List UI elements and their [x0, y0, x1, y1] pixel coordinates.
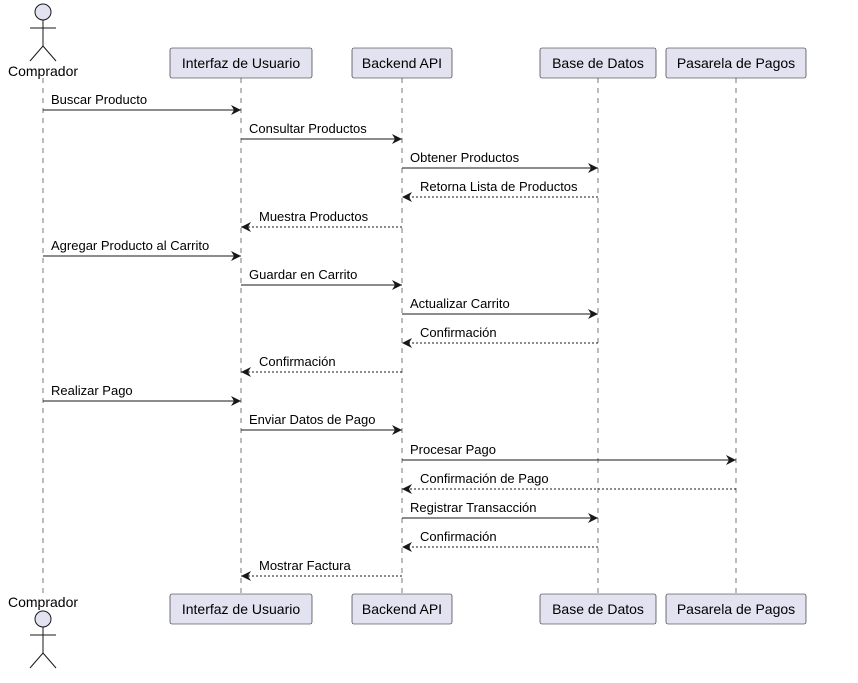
message-label: Buscar Producto	[51, 92, 147, 107]
message-label: Procesar Pago	[410, 442, 496, 457]
message-arrow: Mostrar Factura	[241, 558, 402, 581]
message-label: Registrar Transacción	[410, 500, 536, 515]
message-arrow: Muestra Productos	[241, 209, 402, 232]
message-label: Actualizar Carrito	[410, 296, 510, 311]
participant-label: Interfaz de Usuario	[182, 601, 300, 617]
participant-box	[539, 593, 657, 625]
actor-label: Comprador	[8, 594, 78, 610]
message-arrow: Confirmación	[241, 354, 402, 377]
participant-box	[169, 47, 313, 79]
participant-pagos-top: Pasarela de Pagos	[665, 47, 807, 79]
participant-box	[169, 593, 313, 625]
message-label: Obtener Productos	[410, 150, 520, 165]
message-arrow: Consultar Productos	[241, 121, 402, 144]
participants-bottom: Comprador Interfaz de Usuario Backend API B…	[8, 593, 807, 669]
message-arrow: Obtener Productos	[402, 150, 598, 173]
message-label: Realizar Pago	[51, 383, 133, 398]
participant-box	[665, 593, 807, 625]
message-label: Guardar en Carrito	[249, 267, 357, 282]
message-arrow: Procesar Pago	[402, 442, 736, 465]
actor-label: Comprador	[8, 63, 78, 79]
message-arrow: Buscar Producto	[43, 92, 241, 115]
message-label: Confirmación	[259, 354, 336, 369]
message-arrow: Realizar Pago	[43, 383, 241, 406]
lifelines	[42, 78, 737, 594]
message-label: Mostrar Factura	[259, 558, 352, 573]
participant-box	[351, 593, 453, 625]
message-arrow: Confirmación de Pago	[402, 471, 736, 494]
participant-db-top: Base de Datos	[539, 47, 657, 79]
participants-top: Comprador Interfaz de Usuario Backend API B…	[8, 3, 807, 79]
message-arrow: Enviar Datos de Pago	[241, 412, 402, 435]
actor-head	[34, 610, 52, 628]
message-arrow: Retorna Lista de Productos	[402, 179, 598, 202]
participant-db-bottom: Base de Datos	[539, 593, 657, 625]
participant-ui-top: Interfaz de Usuario	[169, 47, 313, 79]
message-label: Retorna Lista de Productos	[420, 179, 578, 194]
message-arrow: Guardar en Carrito	[241, 267, 402, 290]
participant-label: Backend API	[362, 55, 442, 71]
message-arrow: Confirmación	[402, 529, 598, 552]
participant-ui-bottom: Interfaz de Usuario	[169, 593, 313, 625]
participant-backend-top: Backend API	[351, 47, 453, 79]
participant-label: Backend API	[362, 601, 442, 617]
message-label: Confirmación de Pago	[420, 471, 549, 486]
participant-label: Base de Datos	[552, 55, 644, 71]
message-arrow: Agregar Producto al Carrito	[43, 238, 241, 261]
participant-box	[665, 47, 807, 79]
participant-pagos-bottom: Pasarela de Pagos	[665, 593, 807, 625]
participant-label: Interfaz de Usuario	[182, 55, 300, 71]
actor-left-leg	[29, 45, 44, 62]
participant-label: Pasarela de Pagos	[677, 55, 795, 71]
actor-head	[34, 3, 52, 21]
message-label: Muestra Productos	[259, 209, 369, 224]
participant-label: Pasarela de Pagos	[677, 601, 795, 617]
message-arrow: Confirmación	[402, 325, 598, 348]
message-arrow: Registrar Transacción	[402, 500, 598, 523]
actor-right-leg	[42, 652, 57, 669]
participant-box	[539, 47, 657, 79]
message-label: Agregar Producto al Carrito	[51, 238, 209, 253]
message-label: Consultar Productos	[249, 121, 367, 136]
participant-box	[351, 47, 453, 79]
message-arrow: Actualizar Carrito	[402, 296, 598, 319]
actor-top: Comprador	[8, 3, 78, 79]
message-label: Confirmación	[420, 325, 497, 340]
actor-bottom: Comprador	[8, 594, 78, 669]
participant-backend-bottom: Backend API	[351, 593, 453, 625]
actor-right-leg	[42, 45, 57, 62]
message-label: Confirmación	[420, 529, 497, 544]
participant-label: Base de Datos	[552, 601, 644, 617]
actor-left-leg	[29, 652, 44, 669]
message-label: Enviar Datos de Pago	[249, 412, 375, 427]
